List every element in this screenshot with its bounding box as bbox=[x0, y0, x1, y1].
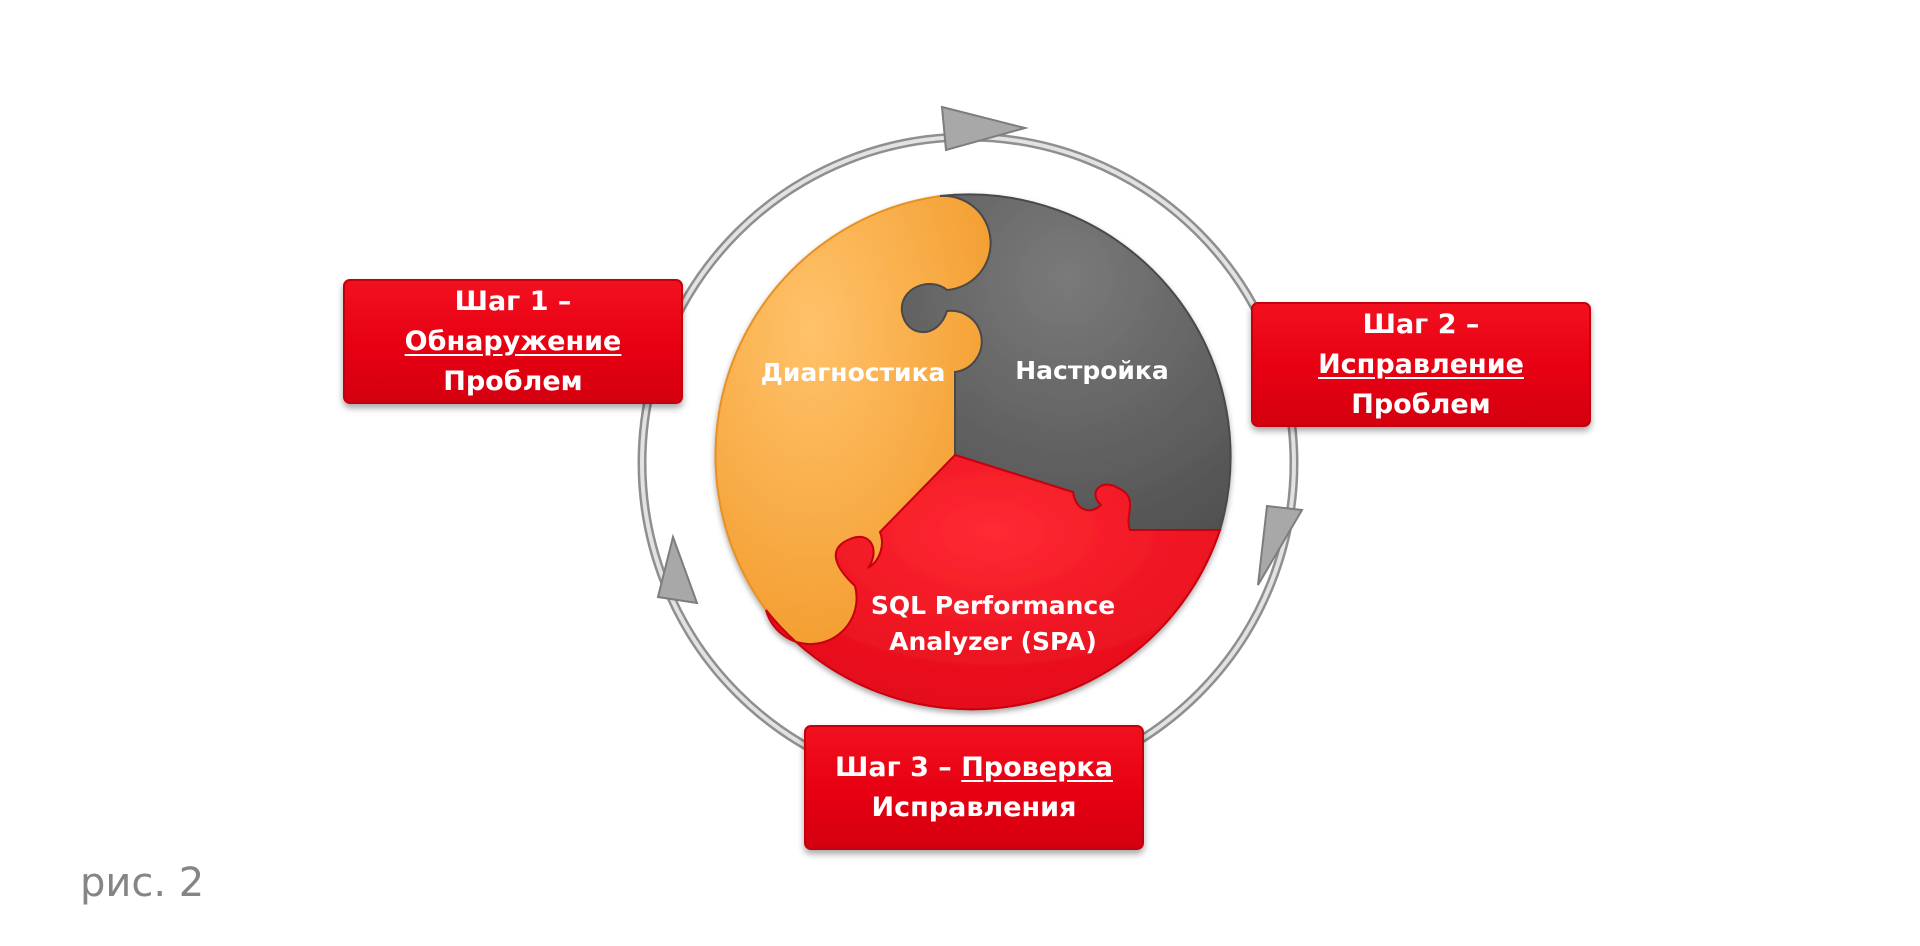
step-3-first-line: Шаг 3 – Проверка bbox=[835, 748, 1113, 788]
step-1-suffix: Проблем bbox=[443, 365, 583, 397]
label-diagnostics: Диагностика bbox=[761, 358, 946, 387]
label-tuning: Настройка bbox=[1015, 356, 1169, 385]
step-3-suffix: Исправления bbox=[871, 791, 1077, 823]
step-1-underlined: Обнаружение bbox=[404, 325, 622, 357]
label-spa-line2: Analyzer (SPA) bbox=[889, 627, 1097, 656]
step-2-box: Шаг 2 – Исправление Проблем bbox=[1251, 302, 1591, 427]
step-1-box: Шаг 1 – Обнаружение Проблем bbox=[343, 279, 683, 404]
step-1-prefix: Шаг 1 – bbox=[454, 285, 572, 317]
arrow-top-icon bbox=[940, 105, 1029, 152]
puzzle-piece-spa bbox=[765, 453, 1222, 711]
label-spa-line1: SQL Performance bbox=[871, 591, 1115, 620]
step-3-underlined: Проверка bbox=[961, 751, 1113, 783]
step-2-prefix: Шаг 2 – bbox=[1362, 308, 1480, 340]
arrow-right-icon bbox=[1257, 504, 1304, 586]
step-2-underlined: Исправление bbox=[1318, 348, 1524, 380]
step-2-suffix: Проблем bbox=[1351, 388, 1491, 420]
step-3-prefix: Шаг 3 – bbox=[835, 751, 962, 783]
figure-caption: рис. 2 bbox=[80, 860, 205, 906]
arrow-left-icon bbox=[656, 533, 699, 605]
step-3-box: Шаг 3 – Проверка Исправления bbox=[804, 725, 1144, 850]
